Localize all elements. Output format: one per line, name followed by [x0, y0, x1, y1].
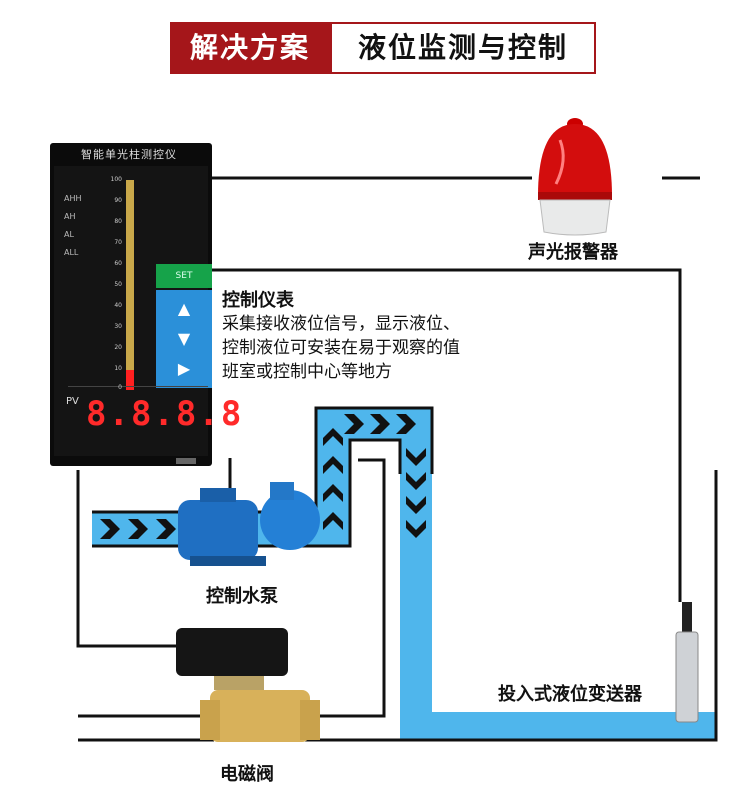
- pump-label: 控制水泵: [206, 586, 278, 607]
- scale-tick: 10: [114, 365, 122, 372]
- controller-desc-line: 班室或控制中心等地方: [222, 362, 392, 382]
- alarm-al-label: AL: [64, 230, 74, 239]
- transmitter-probe: [675, 602, 699, 723]
- controller-desc-line: 控制液位可安装在易于观察的值: [222, 338, 460, 358]
- pv-label: PV: [66, 396, 79, 407]
- controller-desc-line: 采集接收液位信号，显示液位、: [222, 314, 460, 334]
- bar-scale: [126, 180, 134, 390]
- scale-tick: 20: [114, 344, 122, 351]
- scale-tick: 70: [114, 239, 122, 246]
- bar-level: [126, 370, 134, 390]
- scale-tick: 80: [114, 218, 122, 225]
- transmitter-label: 投入式液位变送器: [498, 684, 642, 705]
- set-button[interactable]: SET: [156, 264, 212, 288]
- alarm-label: 声光报警器: [528, 242, 618, 263]
- valve-label: 电磁阀: [220, 764, 274, 785]
- header-left: 解决方案: [170, 22, 330, 74]
- signal-wires: [76, 176, 718, 742]
- up-button[interactable]: ▲: [156, 296, 212, 322]
- scale-tick: 90: [114, 197, 122, 204]
- alarm-ah-label: AH: [64, 212, 76, 221]
- valve-body: [176, 628, 320, 742]
- controller-title: 控制仪表: [222, 290, 294, 311]
- alarm-ahh-label: AHH: [64, 194, 82, 203]
- scale-tick: 40: [114, 302, 122, 309]
- solution-header: 解决方案 液位监测与控制: [170, 22, 596, 74]
- header-right: 液位监测与控制: [330, 22, 596, 74]
- pv-display: 8.8.8.8: [86, 394, 244, 434]
- down-button[interactable]: ▼: [156, 326, 212, 352]
- scale-tick: 100: [110, 176, 122, 183]
- screen-title: 智能单光柱测控仪: [81, 148, 177, 161]
- pump-body: [178, 482, 320, 566]
- controller-description: 控制仪表 采集接收液位信号，显示液位、 控制液位可安装在易于观察的值 班室或控制…: [222, 286, 532, 384]
- alarm-all-label: ALL: [64, 248, 79, 257]
- scale-tick: 0: [118, 384, 122, 391]
- shift-button[interactable]: ▶: [156, 356, 212, 382]
- scale-tick: 60: [114, 260, 122, 267]
- scale-tick: 50: [114, 281, 122, 288]
- alarm-beacon: [538, 118, 612, 236]
- scale-tick: 30: [114, 323, 122, 330]
